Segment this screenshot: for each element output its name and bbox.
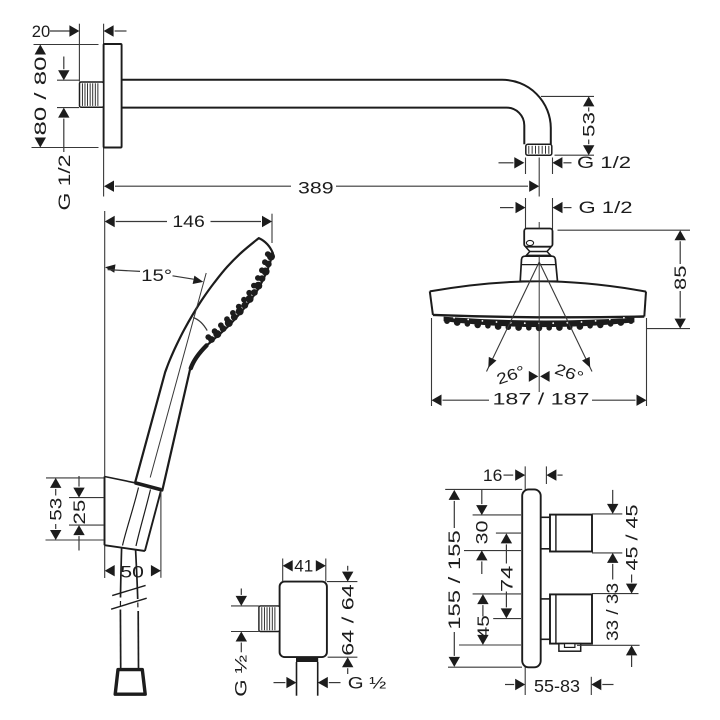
svg-text:80 / 80: 80 / 80 [31,57,50,136]
svg-text:G ½: G ½ [231,655,250,697]
svg-text:45 / 45: 45 / 45 [622,505,641,571]
svg-text:74: 74 [497,566,516,593]
svg-text:85: 85 [671,266,690,291]
svg-text:53: 53 [580,112,599,137]
svg-text:45: 45 [474,615,493,638]
svg-text:G 1/2: G 1/2 [579,198,633,217]
svg-text:50: 50 [120,563,144,582]
svg-text:53: 53 [47,498,66,521]
svg-text:G 1/2: G 1/2 [55,155,74,211]
svg-text:15°: 15° [141,266,172,285]
svg-text:155 / 155: 155 / 155 [445,530,464,630]
svg-text:64 / 64: 64 / 64 [339,584,358,656]
svg-text:30: 30 [473,521,492,545]
svg-text:20: 20 [32,22,51,41]
svg-text:41: 41 [294,557,313,576]
svg-text:55-83: 55-83 [534,676,580,696]
svg-text:16: 16 [483,466,503,485]
svg-text:G ½: G ½ [348,674,387,693]
svg-text:25: 25 [70,500,89,525]
svg-text:187 / 187: 187 / 187 [493,390,590,409]
svg-text:33 / 33: 33 / 33 [603,583,622,641]
svg-text:146: 146 [172,212,205,231]
svg-text:389: 389 [298,179,334,198]
svg-text:G 1/2: G 1/2 [577,153,631,172]
